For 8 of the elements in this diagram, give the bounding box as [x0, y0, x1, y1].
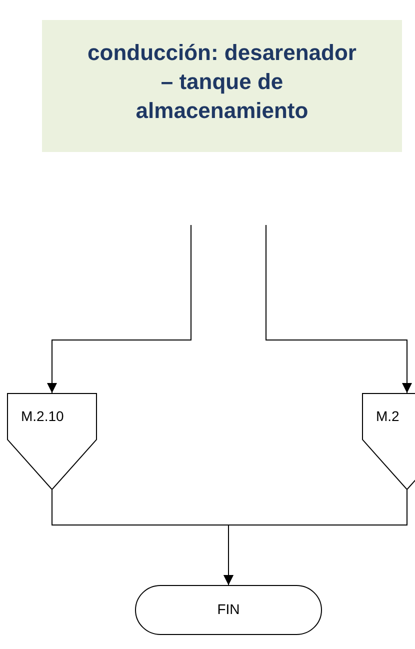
title-text: conducción: desarenador – tanque de almacenamiento: [86, 39, 358, 125]
connector-arrow: [224, 490, 408, 586]
connector-label: M.2.10: [21, 408, 64, 424]
title-panel: [42, 20, 402, 152]
connector-arrow: [47, 224, 192, 394]
connector-arrow: [266, 224, 412, 394]
connector-label: M.2: [376, 408, 400, 424]
terminal-label: FIN: [216, 601, 241, 617]
